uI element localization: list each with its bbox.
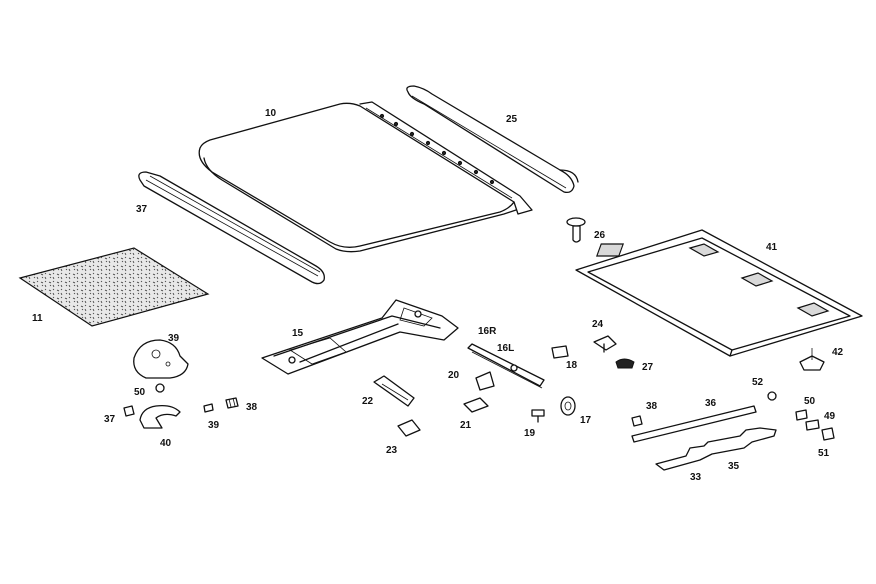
label-lever-plate: 22 bbox=[362, 396, 374, 407]
label-cable-bracket-left: 33 bbox=[690, 472, 702, 483]
label-crank-handle: 40 bbox=[160, 438, 172, 449]
label-cap-27: 27 bbox=[642, 362, 654, 373]
part-clip-50 bbox=[795, 409, 808, 421]
label-roller: 17 bbox=[580, 415, 592, 426]
part-guide-rails bbox=[467, 343, 545, 389]
label-roof-panel: 10 bbox=[265, 108, 277, 119]
label-bracket-24: 24 bbox=[592, 319, 604, 330]
part-screw-37 bbox=[123, 405, 135, 417]
part-screw bbox=[531, 409, 545, 423]
label-spring-38-text: 38 bbox=[246, 402, 258, 413]
part-screw-39 bbox=[203, 403, 214, 413]
part-crank-handle bbox=[139, 404, 181, 429]
part-roof-panel bbox=[198, 101, 533, 253]
part-drain-frame bbox=[575, 229, 863, 357]
part-frame-assembly bbox=[261, 299, 459, 375]
part-bracket-24 bbox=[593, 335, 617, 353]
part-knob bbox=[566, 217, 586, 243]
label-screw-37-text: 37 bbox=[104, 414, 116, 425]
label-drain-frame: 41 bbox=[766, 242, 778, 253]
label-clip-23: 23 bbox=[386, 445, 398, 456]
label-clip-49: 49 bbox=[824, 411, 836, 422]
label-cable: 36 bbox=[705, 398, 717, 409]
label-guide-rail-right: 16R bbox=[478, 326, 497, 337]
label-cable-bracket-right: 35 bbox=[728, 461, 740, 472]
label-deflector-seal: 25 bbox=[506, 114, 518, 125]
part-cable-brackets bbox=[655, 427, 777, 471]
part-spring-38 bbox=[225, 397, 239, 409]
label-headliner: 11 bbox=[32, 313, 43, 324]
part-roller bbox=[560, 396, 576, 416]
label-screw-39-text: 39 bbox=[208, 420, 220, 431]
label-bracket-21: 21 bbox=[460, 420, 472, 431]
label-side-seal: 37 bbox=[136, 204, 148, 215]
part-clip-23 bbox=[397, 419, 421, 437]
label-crank-housing: 39 bbox=[168, 333, 180, 344]
part-clip-49 bbox=[805, 419, 820, 431]
label-guide-rail-left: 16L bbox=[497, 343, 514, 354]
label-bracket-20: 20 bbox=[448, 370, 460, 381]
part-nut-40 bbox=[155, 383, 165, 393]
label-screw: 19 bbox=[524, 428, 536, 439]
part-hinge-42 bbox=[799, 348, 825, 371]
part-slider-block bbox=[551, 345, 569, 359]
label-nut-40: 50 bbox=[134, 387, 146, 398]
label-frame-assembly: 15 bbox=[292, 328, 304, 339]
label-knob: 26 bbox=[594, 230, 606, 241]
label-clip-50-text: 50 bbox=[804, 396, 816, 407]
part-bracket-21 bbox=[463, 397, 489, 413]
label-hinge-42: 42 bbox=[832, 347, 844, 358]
part-deflector-seal bbox=[406, 85, 579, 194]
label-clip-33: 38 bbox=[646, 401, 658, 412]
part-washer-52 bbox=[767, 391, 777, 401]
label-washer-52: 52 bbox=[752, 377, 764, 388]
part-side-seal bbox=[138, 171, 325, 285]
part-cap-27 bbox=[615, 358, 635, 369]
label-slider-block: 18 bbox=[566, 360, 578, 371]
part-crank-housing bbox=[133, 339, 189, 379]
part-cable bbox=[631, 405, 757, 443]
label-clip-51: 51 bbox=[818, 448, 830, 459]
part-clip-33 bbox=[631, 415, 643, 427]
part-headliner bbox=[18, 247, 210, 327]
part-bracket-20 bbox=[475, 371, 495, 391]
part-lever-plate bbox=[373, 375, 415, 407]
part-clip-51 bbox=[821, 427, 835, 441]
